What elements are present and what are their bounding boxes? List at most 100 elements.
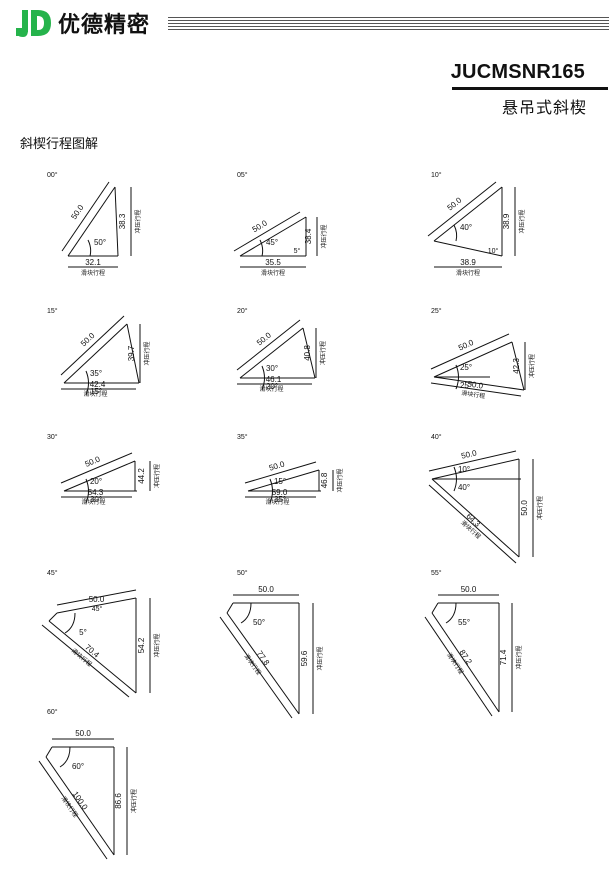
hypotenuse-line [433,186,503,242]
angle-label-1: 20° [90,477,102,486]
slide-stroke-label: 滑块行程 [259,385,283,393]
angle-label-1: 50° [94,238,106,247]
vertical-dimension: 42.3 [512,358,521,374]
hyp-dimension-line [61,181,110,252]
header: 优德精密 [0,0,609,46]
top-dimension: 50.0 [75,729,91,738]
vertical-dimension: 59.6 [300,650,309,666]
slide-line [226,612,300,715]
hypotenuse-line [247,469,320,492]
top-line [56,597,137,614]
press-stroke-label: 冲压行程 [153,633,161,657]
angle-label-2: 30° [90,495,102,504]
angle-label-1: 60° [72,762,84,771]
vertical-dimension: 40.8 [303,345,312,361]
press-stroke-label: 冲压行程 [143,341,151,365]
press-stroke-label: 冲压行程 [320,224,328,248]
slide-stroke-label: 滑块行程 [261,269,285,277]
slide-line [431,478,520,558]
slide-line [431,612,500,713]
slide-stroke-label: 滑块行程 [81,498,105,506]
diagram-angle-label: 20° [237,307,248,315]
diagram-angle-label: 10° [431,171,442,179]
diagram-angle-label: 25° [431,307,442,315]
top-dimension: 50.0 [89,595,105,604]
hypotenuse-line [63,323,128,384]
angle-arc [261,365,265,391]
angle-label-1: 35° [90,369,102,378]
angle-arc [259,239,264,257]
diagram-angle-label: 55° [431,569,442,577]
press-stroke-label: 冲压行程 [319,341,327,365]
product-name: 悬吊式斜楔 [501,98,587,117]
vertical-dimension: 38.4 [304,228,313,244]
hyp-dimension-line [60,315,125,376]
angle-label-1: 30° [266,364,278,373]
press-stroke-label: 冲压行程 [336,468,344,492]
slide-dimension-line [430,382,522,397]
angle-label-2: 20° [266,382,278,391]
vertical-dimension: 38.9 [502,213,511,229]
angle-label-2: 45° [92,605,103,613]
hyp-dimension: 50.0 [460,448,478,460]
slide-dimension: 87.2 [457,648,473,666]
vertical-dimension: 39.7 [127,345,136,361]
vertical-dimension: 46.8 [320,472,329,488]
slide-dimension: 50.0 [467,379,484,390]
hyp-dimension-line [430,333,510,370]
header-rules [168,17,609,31]
hyp-dimension-line [233,211,301,252]
short-edge [45,746,53,758]
angle-arc [453,466,457,492]
top-dimension: 50.0 [258,585,274,594]
product-model: JUCMSNR165 [450,61,585,83]
jd-logo-icon [16,10,51,37]
slide-stroke-label: 滑块行程 [461,389,486,400]
vertical-line [511,341,525,391]
diagram-angle-label: 05° [237,171,248,179]
slide-dimension: 32.1 [85,258,101,267]
vertical-line [302,327,316,379]
press-stroke-label: 冲压行程 [515,645,523,669]
slide-stroke-label: 滑块行程 [83,390,107,398]
slide-dimension-line [219,616,293,719]
vertical-dimension: 50.0 [520,500,529,516]
vertical-dimension: 54.2 [137,637,146,653]
vertical-dimension: 71.4 [499,649,508,665]
diagram-angle-label: 30° [47,433,58,441]
diagram-angle-label: 60° [47,708,58,716]
press-stroke-label: 冲压行程 [528,354,536,378]
slide-dimension: 38.9 [460,258,476,267]
top-dimension-line [56,589,137,606]
slide-dimension: 35.5 [265,258,281,267]
diagram-angle-label: 35° [237,433,248,441]
slide-dimension-line [424,616,493,717]
angle-label-2: 40° [458,483,470,492]
slide-stroke-label: 滑块行程 [265,498,289,506]
slide-dimension-line [428,484,517,564]
section-title: 斜楔行程图解 [20,137,99,152]
hypotenuse-line [239,327,304,379]
press-stroke-label: 冲压行程 [153,464,161,488]
angle-label-1: 25° [460,363,472,372]
angle-arc [453,224,458,242]
hypotenuse-line [433,341,513,378]
diagram-angle-label: 50° [237,569,248,577]
slide-line [433,376,525,391]
angle-label-1: 15° [274,477,286,486]
hypotenuse-line [431,458,520,480]
slide-dimension-line [41,624,130,698]
slide-dimension: 54.3 [88,488,104,497]
top-dimension: 50.0 [461,585,477,594]
